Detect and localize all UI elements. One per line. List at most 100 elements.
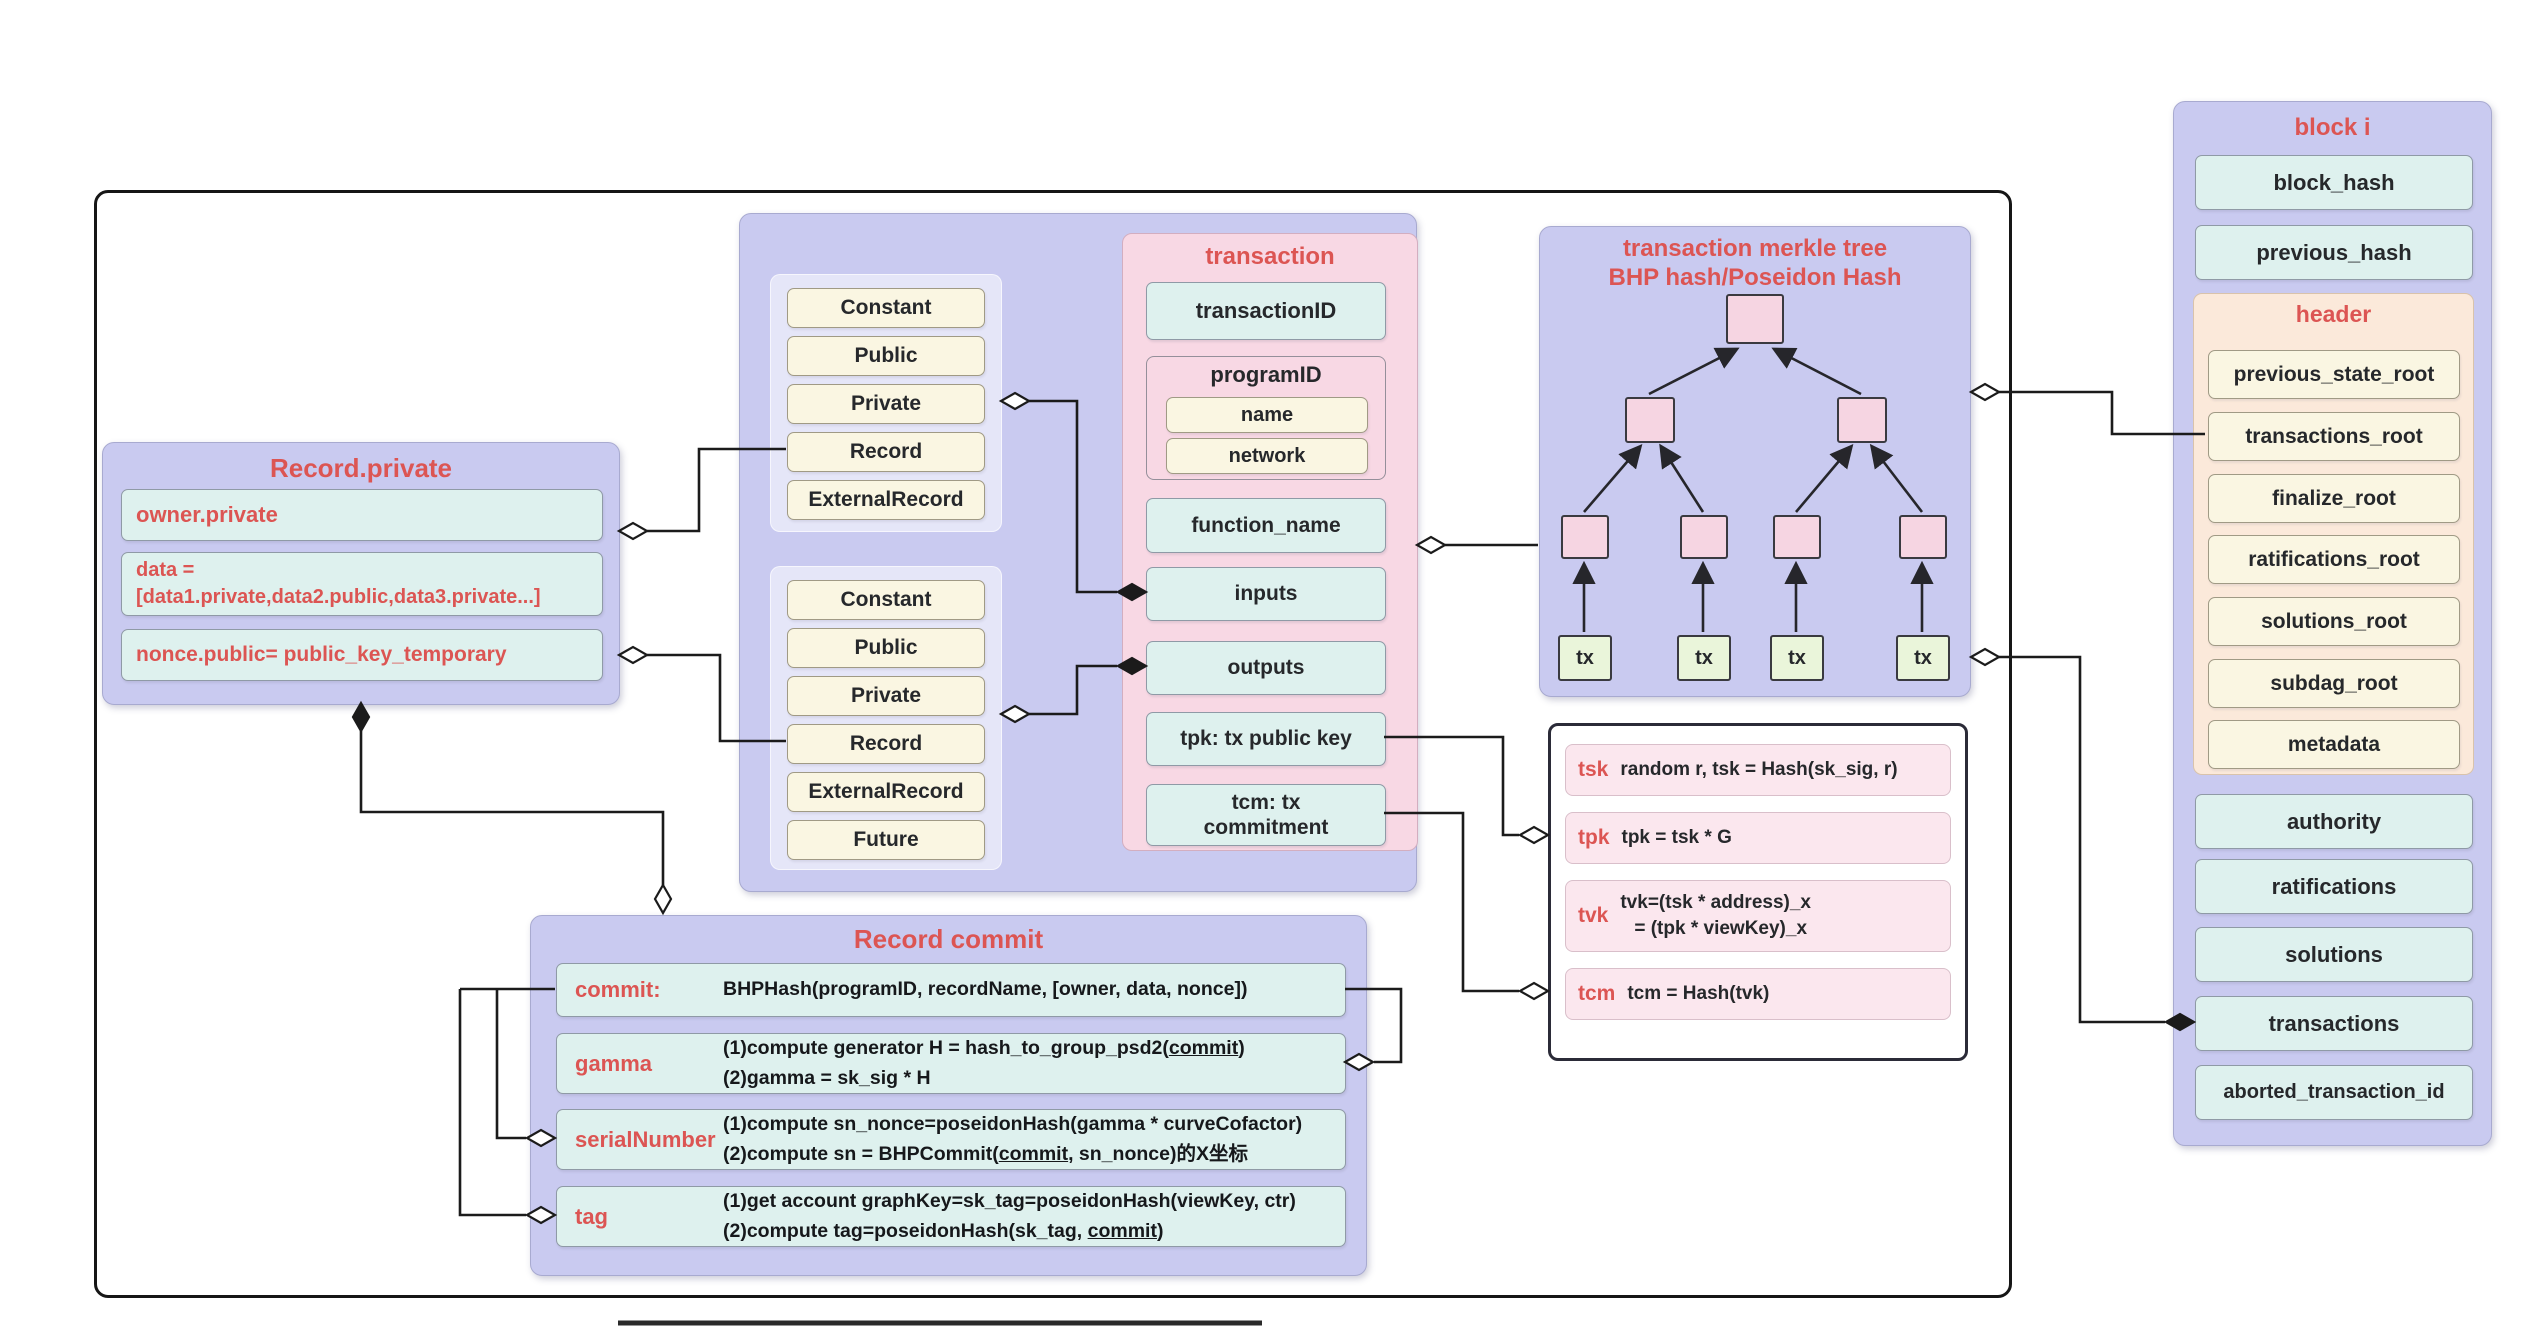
tcm-formula: tcm = Hash(tvk) xyxy=(1627,983,1770,1004)
tsk-label: tsk xyxy=(1578,758,1609,781)
merkle-leaf-tx-2: tx xyxy=(1677,635,1731,681)
field-solutions-root: solutions_root xyxy=(2208,597,2460,646)
field-previous-state-root: previous_state_root xyxy=(2208,350,2460,399)
keys-panel: tsk random r, tsk = Hash(sk_sig, r) tpk … xyxy=(1548,723,1968,1061)
field-tcm: tcm: tx commitment xyxy=(1146,784,1386,846)
tvk-label: tvk xyxy=(1578,904,1609,927)
merkle-node-l3-1 xyxy=(1561,515,1609,559)
text-segment: (2)gamma = sk_sig * H xyxy=(723,1066,931,1089)
block-header-title: header xyxy=(2295,301,2372,327)
merkle-node-l3-2 xyxy=(1680,515,1728,559)
transaction-panel: transaction transactionID programID name… xyxy=(1122,233,1418,851)
key-row-tpk: tpk tpk = tsk * G xyxy=(1565,812,1951,864)
gamma-row: gamma (1)compute generator H = hash_to_g… xyxy=(556,1033,1346,1094)
gamma-label: gamma xyxy=(575,1050,653,1076)
io-type-record-1: Record xyxy=(787,432,985,472)
io-type-externalrecord-1: ExternalRecord xyxy=(787,480,985,520)
field-function-name: function_name xyxy=(1146,498,1386,553)
merkle-leaf-tx-3: tx xyxy=(1770,635,1824,681)
merkle-title: transaction merkle tree BHP hash/Poseido… xyxy=(1540,235,1970,293)
serial-number-label: serialNumber xyxy=(575,1126,716,1152)
tvk-line-1: tvk=(tsk * address)_x xyxy=(1620,892,1811,914)
field-outputs: outputs xyxy=(1146,641,1386,695)
text-segment: ) xyxy=(1156,1219,1164,1242)
merkle-node-root xyxy=(1726,294,1784,344)
merkle-title-line-2: BHP hash/Poseidon Hash xyxy=(1608,263,1902,291)
gamma-line-1: (1)compute generator H = hash_to_group_p… xyxy=(723,1034,1245,1063)
field-subdag-root: subdag_root xyxy=(2208,659,2460,708)
tag-line-2: (2)compute tag=poseidonHash(sk_tag, comm… xyxy=(723,1217,1296,1246)
data-line-2: [data1.private,data2.public,data3.privat… xyxy=(136,586,541,608)
tag-line-1: (1)get account graphKey=sk_tag=poseidonH… xyxy=(723,1187,1296,1216)
field-solutions: solutions xyxy=(2195,927,2473,982)
field-authority: authority xyxy=(2195,794,2473,849)
field-previous-hash: previous_hash xyxy=(2195,225,2473,280)
io-type-externalrecord-2: ExternalRecord xyxy=(787,772,985,812)
field-owner-private: owner.private xyxy=(121,489,603,541)
tpk-formula: tpk = tsk * G xyxy=(1621,827,1732,848)
text-segment: (2)compute tag=poseidonHash(sk_tag, xyxy=(723,1219,1088,1242)
field-transactions: transactions xyxy=(2195,996,2473,1051)
field-ratifications-root: ratifications_root xyxy=(2208,535,2460,584)
field-nonce-public: nonce.public= public_key_temporary xyxy=(121,629,603,681)
field-aborted-transaction-id: aborted_transaction_id xyxy=(2195,1065,2473,1120)
record-private-title: Record.private xyxy=(269,453,453,483)
merkle-node-l2-right xyxy=(1837,397,1887,443)
merkle-title-line-1: transaction merkle tree xyxy=(1622,235,1888,262)
merkle-node-l3-3 xyxy=(1773,515,1821,559)
io-type-constant-2: Constant xyxy=(787,580,985,620)
record-private-panel: Record.private owner.private data = [dat… xyxy=(102,442,620,705)
tcm-line-2: commitment xyxy=(1203,816,1329,839)
field-finalize-root: finalize_root xyxy=(2208,474,2460,523)
record-commit-title: Record commit xyxy=(853,924,1044,954)
field-transactions-root: transactions_root xyxy=(2208,412,2460,461)
field-program-network: network xyxy=(1166,438,1368,474)
block-header-box: header previous_state_root transactions_… xyxy=(2193,293,2474,775)
tcm-line-1: tcm: tx xyxy=(1231,790,1301,814)
transaction-title: transaction xyxy=(1205,243,1335,270)
merkle-node-l3-4 xyxy=(1899,515,1947,559)
io-type-private-1: Private xyxy=(787,384,985,424)
commit-label: commit: xyxy=(575,977,661,1002)
tpk-label: tpk xyxy=(1578,826,1610,849)
tag-lines: (1)get account graphKey=sk_tag=poseidonH… xyxy=(723,1187,1296,1246)
text-segment: (2)compute sn = BHPCommit( xyxy=(723,1142,999,1165)
serial-number-row: serialNumber (1)compute sn_nonce=poseido… xyxy=(556,1109,1346,1170)
serial-number-line-1: (1)compute sn_nonce=poseidonHash(gamma *… xyxy=(723,1110,1302,1139)
merkle-leaf-tx-4: tx xyxy=(1896,635,1950,681)
field-data: data = [data1.private,data2.public,data3… xyxy=(121,552,603,616)
text-segment: , sn_nonce)的X坐标 xyxy=(1068,1142,1248,1165)
text-segment-underlined: commit xyxy=(1087,1219,1157,1242)
text-segment: (1)compute sn_nonce=poseidonHash(gamma *… xyxy=(723,1113,1303,1136)
program-id-title: programID xyxy=(1210,362,1322,387)
text-segment-underlined: commit xyxy=(1168,1037,1239,1060)
field-tpk: tpk: tx public key xyxy=(1146,712,1386,766)
program-id-box: programID name network xyxy=(1146,356,1386,480)
key-row-tcm: tcm tcm = Hash(tvk) xyxy=(1565,968,1951,1020)
field-ratifications: ratifications xyxy=(2195,859,2473,914)
block-title: block i xyxy=(2294,114,2371,141)
tag-label: tag xyxy=(575,1203,608,1229)
tvk-formula: tvk=(tsk * address)_x = (tpk * viewKey)_… xyxy=(1620,890,1811,941)
text-segment: BHPHash(programID, recordName, [owner, d… xyxy=(723,978,1248,1001)
tvk-line-2: = (tpk * viewKey)_x xyxy=(1634,918,1808,939)
serial-number-lines: (1)compute sn_nonce=poseidonHash(gamma *… xyxy=(723,1110,1302,1169)
tsk-formula: random r, tsk = Hash(sk_sig, r) xyxy=(1620,759,1898,780)
text-segment: ) xyxy=(1238,1037,1245,1060)
commit-row: commit: BHPHash(programID, recordName, [… xyxy=(556,963,1346,1017)
record-commit-panel: Record commit commit: BHPHash(programID,… xyxy=(530,915,1367,1276)
merkle-tree-panel: transaction merkle tree BHP hash/Poseido… xyxy=(1539,226,1971,697)
field-block-hash: block_hash xyxy=(2195,155,2473,210)
io-type-public-2: Public xyxy=(787,628,985,668)
field-metadata: metadata xyxy=(2208,720,2460,769)
data-line-1: data = xyxy=(136,559,195,581)
key-row-tvk: tvk tvk=(tsk * address)_x = (tpk * viewK… xyxy=(1565,880,1951,952)
tag-row: tag (1)get account graphKey=sk_tag=posei… xyxy=(556,1186,1346,1247)
io-type-record-2: Record xyxy=(787,724,985,764)
io-type-future-2: Future xyxy=(787,820,985,860)
io-types-group-2: Constant Public Private Record ExternalR… xyxy=(770,566,1002,870)
merkle-leaf-tx-1: tx xyxy=(1558,635,1612,681)
merkle-node-l2-left xyxy=(1625,397,1675,443)
block-panel: block i block_hash previous_hash header … xyxy=(2173,101,2492,1146)
commit-lines: BHPHash(programID, recordName, [owner, d… xyxy=(723,975,1247,1004)
